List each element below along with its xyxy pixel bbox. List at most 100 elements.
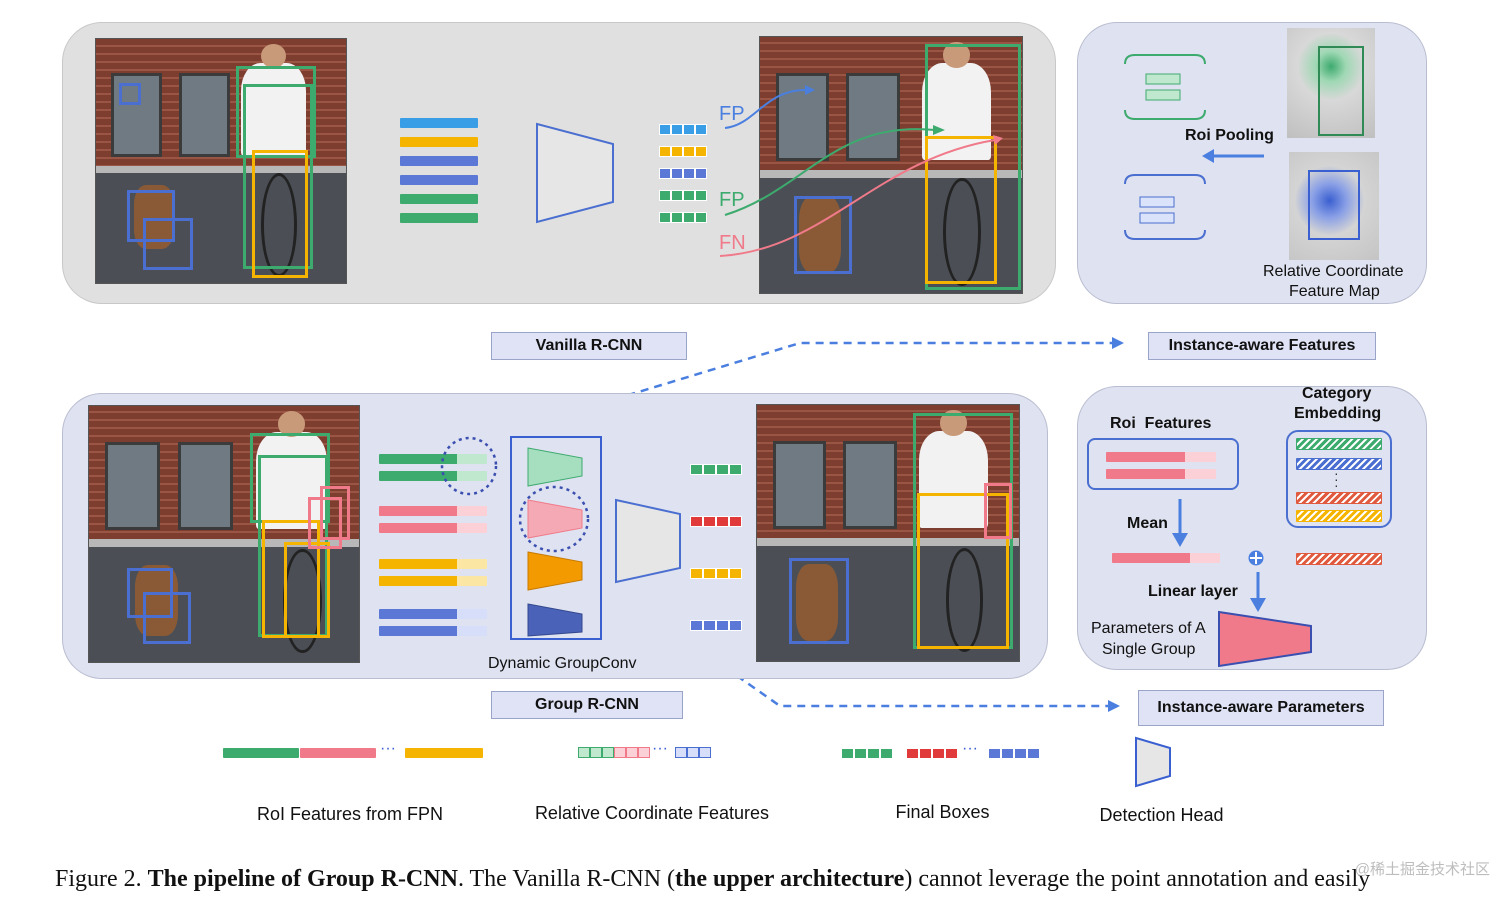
params-line2: Single Group	[1102, 641, 1196, 658]
params-trapezoid	[1218, 610, 1312, 668]
embed-yellow	[1296, 510, 1382, 522]
legend-coord-label: Relative Coordinate Features	[534, 803, 770, 823]
dotted-circle-green	[440, 436, 498, 496]
group-feature-pink-2	[379, 523, 487, 533]
watermark: @稀土掘金技术社区	[1354, 861, 1490, 878]
bbox-green-person-2	[243, 84, 313, 269]
bbox-yellow-out	[925, 136, 997, 284]
caption-rest: ) cannot leverage the point annotation a…	[904, 866, 1371, 892]
category-embedding-line2: Embedding	[1294, 405, 1382, 422]
rcnn-head-bottom	[615, 498, 681, 584]
dynamic-groupconv-label: Dynamic GroupConv	[488, 655, 637, 672]
bbox-group-pink-2	[320, 486, 350, 540]
legend-final-red	[906, 748, 958, 759]
group-feature-green-1	[379, 454, 487, 464]
category-embedding-line1: Category	[1302, 385, 1372, 402]
legend-roi-bar-yellow	[405, 748, 483, 758]
roi-pooling-label: Roi Pooling	[1185, 127, 1274, 144]
output-cells-yellow	[659, 146, 707, 157]
params-line1: Parameters of A	[1091, 620, 1206, 637]
legend-roi-ellipsis: ···	[380, 740, 396, 757]
groupconv-trapezoids	[518, 447, 590, 637]
linear-layer-arrow	[1250, 572, 1266, 612]
caption-mid: . The Vanilla R-CNN (	[457, 866, 676, 892]
output-cells-green-2	[659, 212, 707, 223]
heatmap-green-box	[1318, 46, 1364, 136]
blue-feature-bracket	[1124, 174, 1206, 240]
group-feature-blue-1	[379, 609, 487, 619]
fp-fn-arrows	[719, 85, 1003, 257]
group-feature-yellow-2	[379, 576, 487, 586]
roi-features-label: Roi Features	[1110, 415, 1212, 432]
legend-roi-label: RoI Features from FPN	[256, 804, 444, 824]
legend-final-blue	[988, 748, 1040, 759]
linear-layer-label: Linear layer	[1148, 583, 1238, 600]
embed-green	[1296, 438, 1382, 450]
bbox-blue-dog-2	[143, 218, 193, 270]
caption-bold-2: the upper architecture	[675, 866, 905, 892]
embed-red	[1296, 492, 1382, 504]
bbox-green-person	[236, 66, 316, 158]
output-cells-blue-2	[659, 168, 707, 179]
bbox-blue-dog-1	[127, 190, 175, 242]
bbox-group-pink-1	[308, 497, 342, 549]
group-feature-green-2	[379, 471, 487, 481]
fpn-feature-lightblue	[400, 118, 478, 128]
bbox-group-yellow-2	[284, 542, 330, 638]
mean-feature-bar	[1112, 553, 1220, 563]
fpn-feature-green-1	[400, 194, 478, 204]
fpn-feature-green-2	[400, 213, 478, 223]
category-embedding-box	[1286, 430, 1392, 528]
selected-embed-red	[1296, 553, 1382, 565]
roi-pooling-arrow	[1202, 149, 1264, 163]
fpn-feature-blue-1	[400, 156, 478, 166]
bbox-final-blue	[789, 558, 849, 644]
input-image-top	[95, 38, 347, 284]
rel-coord-map-line2: Feature Map	[1289, 283, 1380, 300]
bbox-blue-small	[119, 83, 141, 105]
heatmap-blue-box	[1308, 170, 1360, 240]
input-image-bottom	[88, 405, 360, 663]
bbox-final-yellow	[917, 493, 1009, 649]
vanilla-rcnn-label: Vanilla R-CNN	[491, 332, 687, 360]
legend-coord-cells	[578, 747, 650, 758]
fpn-feature-blue-2	[400, 175, 478, 185]
roi-feature-bar-1	[1106, 452, 1216, 462]
caption-bold-1: The pipeline of Group R-CNN	[147, 866, 458, 892]
dynamic-groupconv-box	[510, 436, 602, 640]
legend-detection-head	[1135, 736, 1171, 788]
legend-roi-bar-green	[223, 748, 299, 758]
bbox-yellow-bike	[252, 150, 308, 278]
roi-features-box	[1087, 438, 1239, 490]
legend-coord-cells-blue	[675, 747, 711, 758]
fp-label-1: FP	[719, 103, 745, 125]
final-cells-green	[690, 464, 742, 475]
output-cells-blue	[659, 124, 707, 135]
legend-final-label: Final Boxes	[895, 802, 990, 822]
rcnn-head-top	[536, 122, 614, 224]
roi-feature-bar-2	[1106, 469, 1216, 479]
group-rcnn-label: Group R-CNN	[491, 691, 683, 719]
mean-arrow	[1172, 499, 1188, 547]
instance-params-label: Instance-aware Parameters	[1138, 690, 1384, 726]
final-cells-blue	[690, 620, 742, 631]
group-feature-pink-1	[379, 506, 487, 516]
bbox-final-pink	[984, 483, 1012, 539]
instance-features-label: Instance-aware Features	[1148, 332, 1376, 360]
legend-final-green	[841, 748, 893, 759]
final-cells-yellow	[690, 568, 742, 579]
rel-coord-map-line1: Relative Coordinate	[1263, 263, 1404, 280]
legend-detection-label: Detection Head	[1099, 805, 1224, 825]
final-cells-red	[690, 516, 742, 527]
plus-circle-icon	[1248, 550, 1264, 566]
figure-caption: Figure 2. The pipeline of Group R-CNN. T…	[55, 866, 1370, 893]
embed-ellipsis: ···	[1334, 465, 1339, 493]
fn-label: FN	[719, 232, 746, 254]
legend-final-ellipsis: ···	[962, 740, 978, 757]
mean-label: Mean	[1127, 515, 1168, 532]
bbox-group-blue-2	[143, 592, 191, 644]
legend-coord-ellipsis: ···	[652, 740, 668, 757]
fpn-feature-yellow	[400, 137, 478, 147]
caption-prefix: Figure 2.	[55, 866, 148, 892]
output-cells-green-1	[659, 190, 707, 201]
